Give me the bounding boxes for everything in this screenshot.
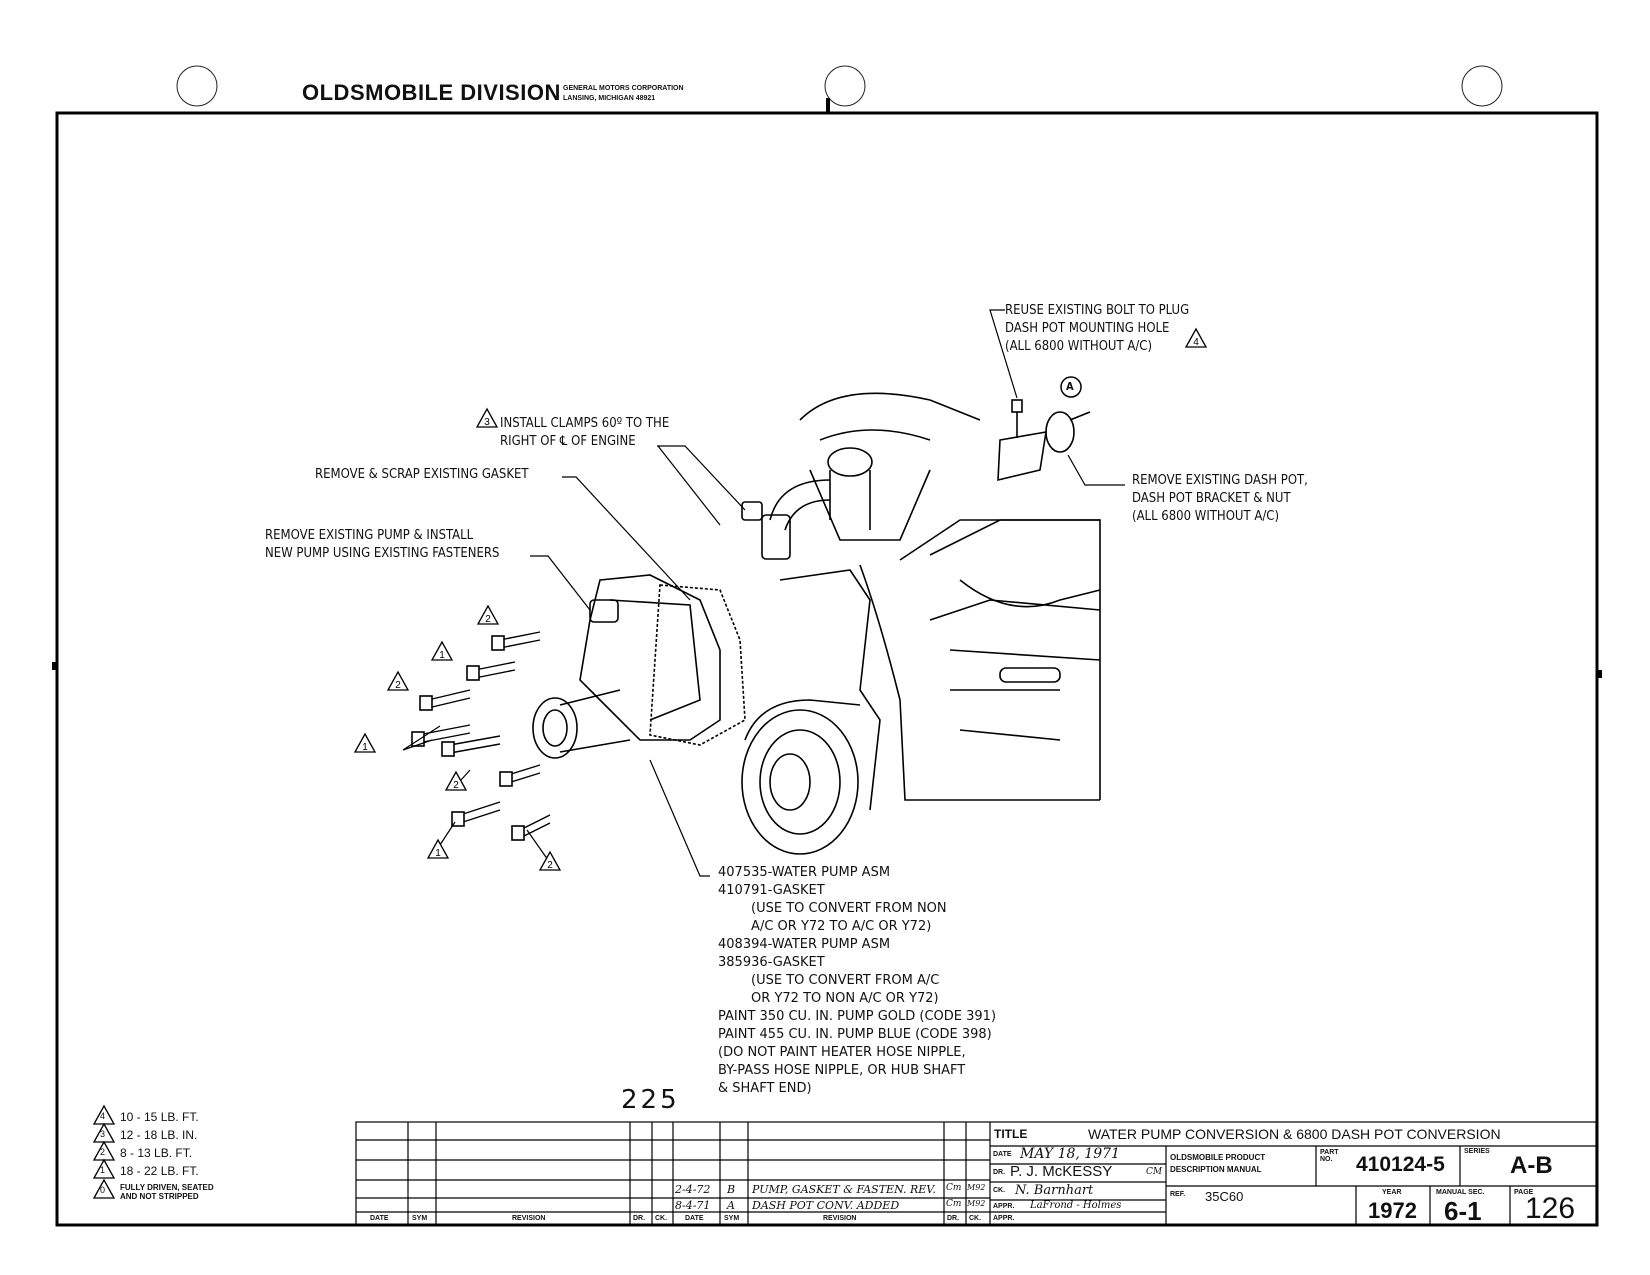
ck-value: N. Barnhart (1015, 1183, 1094, 1198)
rev-row-b-ck: M92 (967, 1183, 986, 1192)
svg-text:4: 4 (1193, 337, 1199, 348)
svg-text:1: 1 (439, 650, 445, 661)
torque-flag-markers (353, 327, 1208, 871)
torque-flag-numbers: 2 1 2 1 2 1 2 4 3 (362, 337, 1199, 871)
page-value: 126 (1525, 1192, 1576, 1225)
svg-text:1: 1 (362, 742, 368, 753)
svg-text:2: 2 (547, 860, 553, 871)
callout-reuse-bolt: REUSE EXISTING BOLT TO PLUG DASH POT MOU… (1005, 303, 1190, 354)
svg-text:2: 2 (453, 780, 459, 791)
drawing-title: WATER PUMP CONVERSION & 6800 DASH POT CO… (1088, 1126, 1501, 1142)
legend-flag-num: 1 (100, 1165, 106, 1175)
dr-value: P. J. McKESSY (1010, 1163, 1113, 1180)
rev-row-a-ck: M92 (967, 1199, 986, 1208)
rev-header-dr: DR. (633, 1215, 646, 1222)
rev-row-b-date: 2-4-72 (675, 1183, 711, 1196)
year-value: 1972 (1368, 1198, 1417, 1223)
series-value: A-B (1510, 1152, 1553, 1179)
corp-line-2: LANSING, MICHIGAN 48921 (563, 95, 656, 102)
legend-item: 18 - 22 LB. FT. (120, 1164, 199, 1178)
svg-text:3: 3 (484, 417, 490, 428)
punch-hole-center (824, 65, 866, 107)
svg-text:2: 2 (395, 680, 401, 691)
rev-header-date-2: DATE (685, 1215, 704, 1222)
callout-remove-gasket: REMOVE & SCRAP EXISTING GASKET (315, 467, 529, 482)
legend-flag-num: 3 (100, 1129, 106, 1139)
rev-row-b-dr: Cm (946, 1183, 962, 1193)
appr-value: LaFrond - Holmes (1030, 1200, 1122, 1211)
legend-item: FULLY DRIVEN, SEATED AND NOT STRIPPED (120, 1183, 214, 1201)
svg-text:1: 1 (435, 848, 441, 859)
ref-label: REF. (1170, 1191, 1186, 1198)
dr-initials: CM (1146, 1167, 1163, 1177)
callout-a-label: A (1066, 380, 1074, 393)
legend-item: 12 - 18 LB. IN. (120, 1128, 198, 1142)
punch-hole-right (1461, 65, 1503, 107)
manual-name: OLDSMOBILE PRODUCT DESCRIPTION MANUAL (1170, 1153, 1266, 1174)
ck-label: CK. (993, 1187, 1006, 1194)
callout-a-circle (1060, 376, 1082, 398)
manual-sec-label: MANUAL SEC. (1436, 1189, 1485, 1196)
division-name: OLDSMOBILE DIVISION (302, 80, 561, 105)
title-label: TITLE (994, 1127, 1028, 1141)
rev-header-sym: SYM (412, 1215, 428, 1222)
corporation-address: GENERAL MOTORS CORPORATION LANSING, MICH… (563, 84, 684, 104)
rev-row-a-date: 8-4-71 (675, 1199, 711, 1212)
year-label: YEAR (1382, 1189, 1402, 1196)
rev-row-a-sym: A (727, 1199, 735, 1212)
rev-header-sym-2: SYM (724, 1215, 740, 1222)
part-number: 410124-5 (1356, 1153, 1445, 1176)
legend-item: 10 - 15 LB. FT. (120, 1110, 199, 1124)
manual-sec-value: 6-1 (1444, 1196, 1482, 1226)
rev-header-ck: CK. (655, 1215, 668, 1222)
rev-row-a-revision: DASH POT CONV. ADDED (752, 1199, 900, 1212)
part-no-label: PART NO. (1320, 1149, 1339, 1163)
parts-note: 407535-WATER PUMP ASM 410791-GASKET (USE… (718, 865, 997, 1096)
punch-hole-left (176, 65, 218, 107)
dr-label: DR. (993, 1169, 1006, 1176)
callout-install-clamps: INSTALL CLAMPS 60º TO THE RIGHT OF ℄ OF … (500, 416, 670, 449)
callout-remove-pump: REMOVE EXISTING PUMP & INSTALL NEW PUMP … (265, 528, 500, 561)
legend-flag-num: 0 (100, 1185, 106, 1195)
ref-value: 35C60 (1205, 1189, 1244, 1204)
legend-flags (92, 1104, 116, 1199)
engine-illustration (411, 392, 1101, 855)
callout-remove-dashpot: REMOVE EXISTING DASH POT, DASH POT BRACK… (1132, 473, 1308, 524)
page-stamp: 225 (621, 1085, 680, 1115)
rev-header-ck-2: CK. (969, 1215, 982, 1222)
torque-legend: 10 - 15 LB. FT. 12 - 18 LB. IN. 8 - 13 L… (120, 1109, 214, 1201)
leader-lines (402, 309, 1125, 877)
page-label: PAGE (1514, 1189, 1534, 1196)
svg-text:2: 2 (485, 614, 491, 625)
rev-row-a-dr: Cm (946, 1199, 962, 1209)
legend-flag-num: 4 (100, 1111, 106, 1121)
appr2-label: APPR. (993, 1215, 1015, 1222)
series-label: SERIES (1464, 1148, 1490, 1155)
date-value: MAY 18, 1971 (1020, 1146, 1120, 1162)
rev-header-revision: REVISION (512, 1215, 546, 1222)
appr-label: APPR. (993, 1203, 1015, 1210)
legend-flag-num: 2 (100, 1147, 106, 1157)
date-label: DATE (993, 1151, 1012, 1158)
rev-row-b-sym: B (727, 1183, 736, 1196)
rev-header-revision-2: REVISION (823, 1215, 857, 1222)
legend-item: 8 - 13 LB. FT. (120, 1146, 193, 1160)
title-block-grid (355, 1121, 1597, 1226)
rev-header-date: DATE (370, 1215, 389, 1222)
rev-row-b-revision: PUMP, GASKET & FASTEN. REV. (752, 1183, 936, 1196)
corp-line-1: GENERAL MOTORS CORPORATION (563, 85, 684, 92)
rev-header-dr-2: DR. (947, 1215, 960, 1222)
